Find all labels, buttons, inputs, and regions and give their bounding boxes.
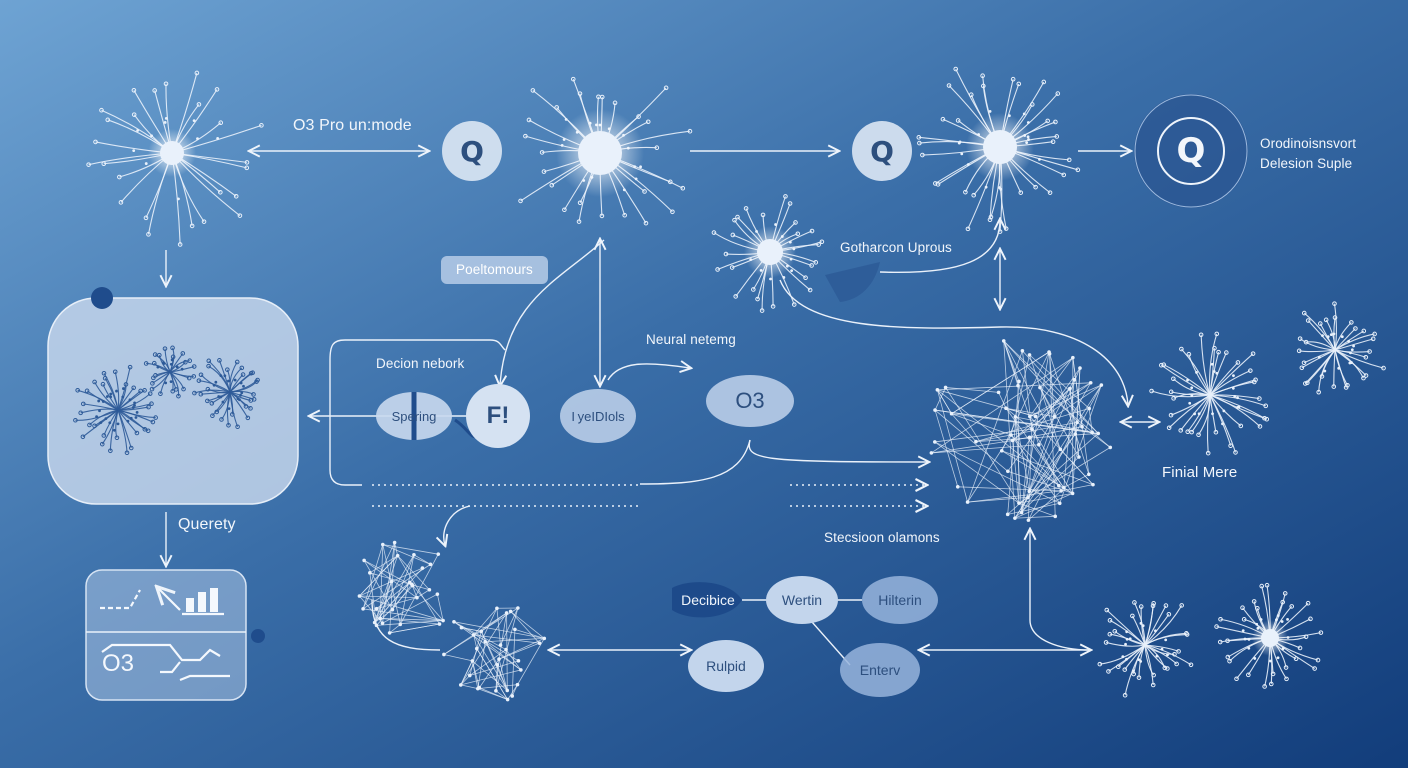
panel-neuron-3: [192, 358, 260, 430]
label-neural-netemg: Neural netemg: [646, 332, 736, 347]
node-spering[interactable]: Spering: [391, 408, 437, 424]
chart-icon: [100, 588, 230, 682]
panel-neuron-1: [73, 364, 158, 456]
label-positomours: Poeltomours: [456, 262, 533, 277]
neuron-icon-mid: [711, 194, 825, 313]
node-fl[interactable]: F!: [486, 402, 510, 429]
network-mesh-bottom: [442, 606, 547, 702]
neuron-icon-right: [1149, 331, 1270, 456]
node-decibice[interactable]: Decibice: [681, 592, 735, 608]
label-gotharcon: Gotharcon Uprous: [840, 240, 952, 255]
node-shapes: [376, 256, 938, 697]
q-node-2[interactable]: Q: [870, 134, 894, 168]
label-ordinal-top: Orodinoisnsvort: [1260, 136, 1357, 151]
label-o3-pro-mode: O3 Pro un:mode: [293, 117, 412, 134]
q-node-final[interactable]: Q: [1176, 131, 1206, 171]
node-enterv[interactable]: Enterv: [859, 662, 901, 678]
q-node-1[interactable]: Q: [460, 134, 484, 168]
neuron-icon-top-center: [518, 76, 693, 226]
label-final-mere: Finial Mere: [1162, 464, 1238, 481]
network-mesh-bottom-left: [357, 540, 445, 635]
neuron-cluster-icons: [86, 66, 1386, 702]
label-querety: Querety: [178, 516, 236, 533]
label-stecsion: Stecsioon olamons: [824, 530, 940, 545]
neuron-icon-top-right: [916, 66, 1081, 234]
node-o3[interactable]: O3: [735, 388, 765, 413]
neuron-icon-topleft: [86, 70, 264, 247]
panel-neuron-2: [143, 345, 197, 399]
neuron-icon-far-right: [1296, 301, 1386, 395]
neuron-icon-bottom-right: [1097, 600, 1194, 698]
node-hilterin[interactable]: Hilterin: [878, 592, 922, 608]
dotted-lines: [372, 485, 926, 506]
node-hydrolis[interactable]: I yeIDIols: [571, 408, 625, 424]
node-wertin[interactable]: Wertin: [781, 592, 823, 608]
label-decision-network: Decion nebork: [376, 356, 465, 371]
label-ordinal-bottom: Delesion Suple: [1260, 156, 1353, 171]
panel-o3-label: O3: [101, 650, 134, 677]
neuron-icon-bottom-far-right: [1214, 582, 1324, 689]
network-mesh-final: [929, 339, 1113, 522]
node-rulpid[interactable]: Rulpid: [706, 658, 746, 674]
